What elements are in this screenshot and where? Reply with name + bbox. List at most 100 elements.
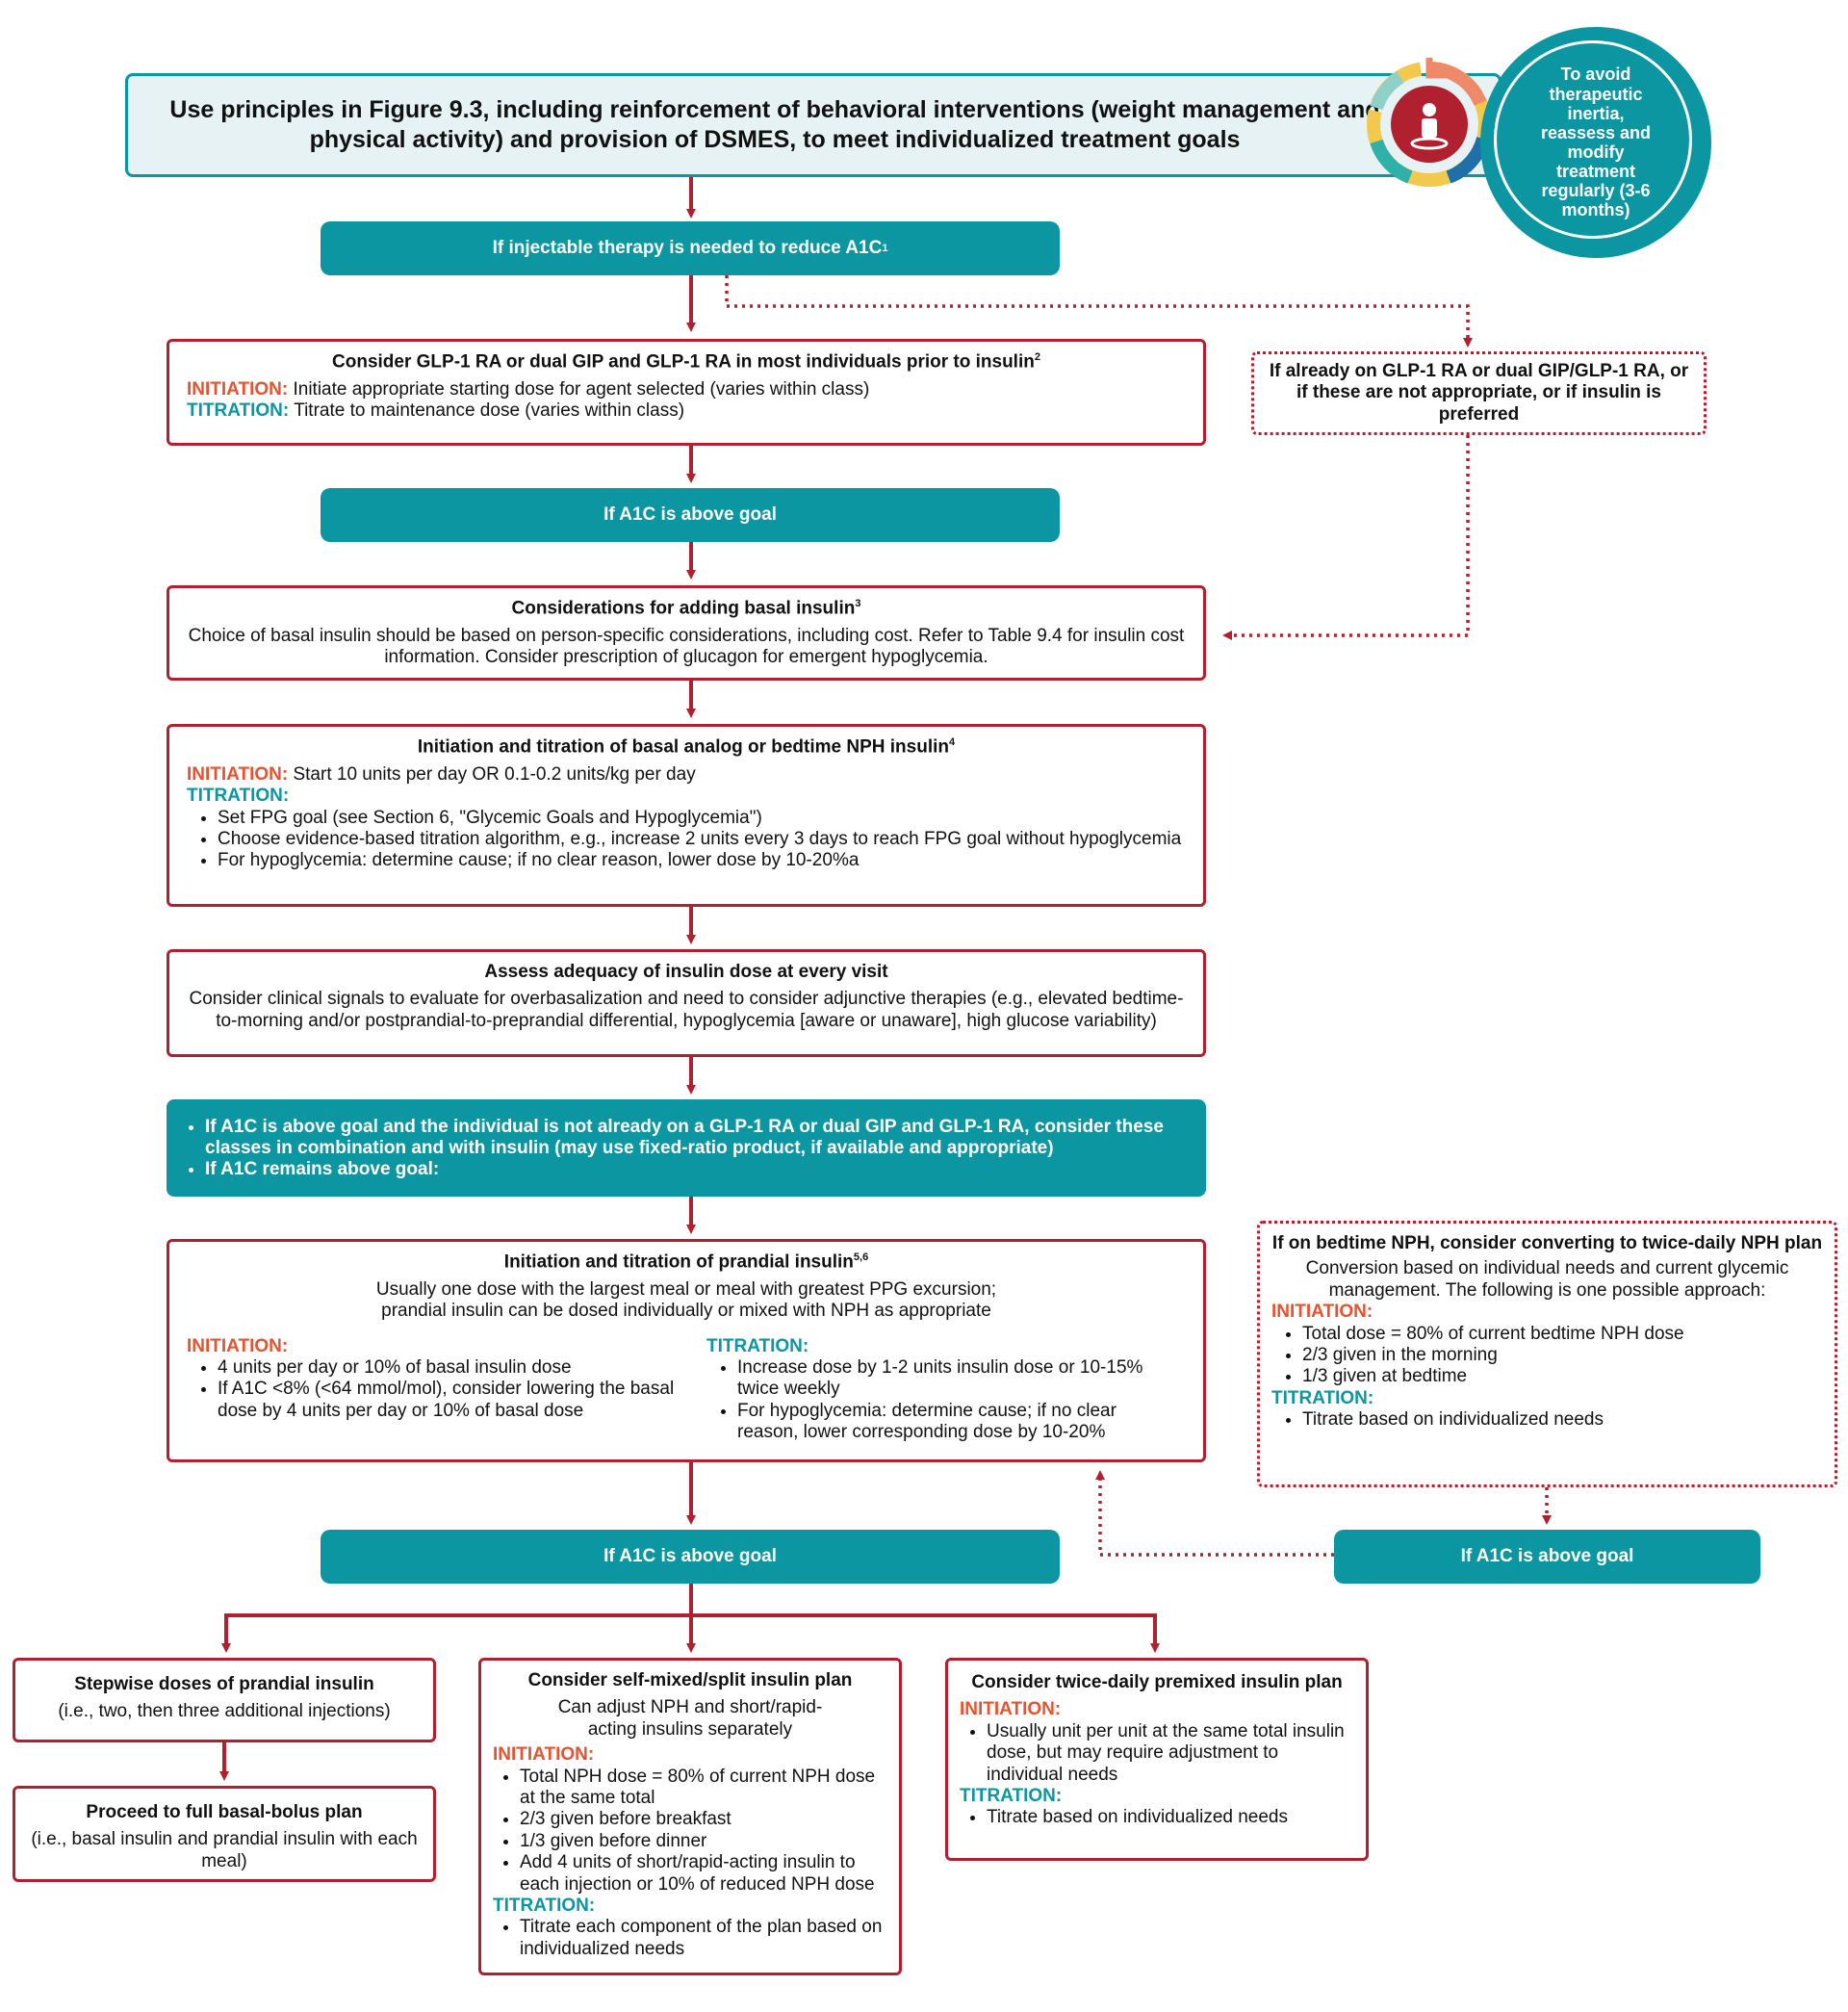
list-item: 2/3 given before breakfast bbox=[520, 1809, 887, 1830]
selfmixed-body: Can adjust NPH and short/rapid-acting in… bbox=[557, 1697, 823, 1740]
header-box: Use principles in Figure 9.3, including … bbox=[125, 73, 1502, 177]
basal-bolus-body: (i.e., basal insulin and prandial insuli… bbox=[31, 1829, 418, 1871]
reassess-circle: To avoid therapeutic inertia, reassess a… bbox=[1480, 27, 1711, 258]
list-item: 1/3 given at bedtime bbox=[1302, 1366, 1823, 1387]
initiation-label: INITIATION: bbox=[493, 1744, 595, 1766]
basal-initiation-text: Start 10 units per day OR 0.1-0.2 units/… bbox=[293, 763, 696, 785]
initiation-label: INITIATION: bbox=[187, 763, 289, 785]
list-item: For hypoglycemia: determine cause; if no… bbox=[218, 850, 1186, 871]
nph-convert-box: If on bedtime NPH, consider converting t… bbox=[1257, 1221, 1837, 1487]
basal-considerations-box: Considerations for adding basal insulin3… bbox=[167, 585, 1206, 681]
glp1-titration: TITRATION: Titrate to maintenance dose (… bbox=[187, 400, 1186, 422]
initiation-label: INITIATION: bbox=[187, 378, 289, 400]
basal-considerations-title-text: Considerations for adding basal insulin bbox=[511, 598, 856, 619]
step-injectable: If injectable therapy is needed to reduc… bbox=[321, 221, 1060, 275]
list-item: If A1C remains above goal: bbox=[205, 1159, 1168, 1180]
basal-titration-title-text: Initiation and titration of basal analog… bbox=[417, 736, 949, 758]
list-item: Total NPH dose = 80% of current NPH dose… bbox=[520, 1767, 887, 1810]
glp1-box: Consider GLP-1 RA or dual GIP and GLP-1 … bbox=[167, 339, 1206, 446]
step-above-goal-1: If A1C is above goal bbox=[321, 488, 1060, 542]
assess-body: Consider clinical signals to evaluate fo… bbox=[189, 989, 1184, 1031]
initiation-label: INITIATION: bbox=[1271, 1302, 1373, 1323]
footnote-4: 4 bbox=[948, 736, 956, 748]
stepwise-body: (i.e., two, then three additional inject… bbox=[58, 1701, 391, 1722]
combo-box: If A1C is above goal and the individual … bbox=[167, 1099, 1206, 1197]
injectable-text: If injectable therapy is needed to reduc… bbox=[492, 238, 883, 258]
list-item: For hypoglycemia: determine cause; if no… bbox=[737, 1401, 1168, 1444]
assess-title: Assess adequacy of insulin dose at every… bbox=[484, 962, 888, 982]
list-item: Usually unit per unit at the same total … bbox=[987, 1721, 1354, 1786]
titration-label: TITRATION: bbox=[1271, 1387, 1374, 1408]
list-item: Titrate based on individualized needs bbox=[1302, 1409, 1823, 1431]
glp1-titration-text: Titrate to maintenance dose (varies with… bbox=[294, 400, 685, 422]
above-goal-2-text: If A1C is above goal bbox=[603, 1546, 777, 1566]
stepwise-title: Stepwise doses of prandial insulin bbox=[74, 1674, 374, 1694]
assess-box: Assess adequacy of insulin dose at every… bbox=[167, 949, 1206, 1057]
list-item: 1/3 given before dinner bbox=[520, 1831, 887, 1852]
basal-bolus-box: Proceed to full basal-bolus plan (i.e., … bbox=[13, 1786, 436, 1882]
prandial-title: Initiation and titration of prandial ins… bbox=[187, 1251, 1186, 1274]
above-goal-1-text: If A1C is above goal bbox=[603, 504, 777, 525]
selfmixed-initiation-list: Total NPH dose = 80% of current NPH dose… bbox=[493, 1767, 887, 1896]
step-above-goal-2: If A1C is above goal bbox=[321, 1530, 1060, 1584]
footnote-3: 3 bbox=[855, 598, 861, 609]
premixed-box: Consider twice-daily premixed insulin pl… bbox=[945, 1658, 1369, 1861]
nph-convert-body: Conversion based on individual needs and… bbox=[1305, 1258, 1789, 1301]
nph-titration-list: Titrate based on individualized needs bbox=[1271, 1409, 1823, 1431]
basal-titration-box: Initiation and titration of basal analog… bbox=[167, 724, 1206, 907]
footnote-1: 1 bbox=[882, 243, 888, 254]
list-item: 2/3 given in the morning bbox=[1302, 1345, 1823, 1366]
prandial-initiation-col: INITIATION: 4 units per day or 10% of ba… bbox=[187, 1336, 706, 1444]
cycle-icon bbox=[1367, 58, 1492, 187]
glp1-initiation: INITIATION: Initiate appropriate startin… bbox=[187, 379, 1186, 400]
list-item: Choose evidence-based titration algorith… bbox=[218, 829, 1186, 850]
titration-label: TITRATION: bbox=[706, 1335, 809, 1356]
list-item: If A1C is above goal and the individual … bbox=[205, 1117, 1168, 1159]
selfmixed-box: Consider self-mixed/split insulin plan C… bbox=[478, 1658, 902, 1975]
initiation-label: INITIATION: bbox=[187, 1335, 289, 1356]
list-item: Set FPG goal (see Section 6, "Glycemic G… bbox=[218, 808, 1186, 829]
glp1-title: Consider GLP-1 RA or dual GIP and GLP-1 … bbox=[187, 351, 1186, 374]
list-item: Increase dose by 1-2 units insulin dose … bbox=[737, 1357, 1168, 1401]
glp1-title-text: Consider GLP-1 RA or dual GIP and GLP-1 … bbox=[332, 351, 1035, 373]
basal-initiation: INITIATION: Start 10 units per day OR 0.… bbox=[187, 764, 1186, 786]
basal-bolus-title: Proceed to full basal-bolus plan bbox=[86, 1802, 363, 1822]
premixed-title: Consider twice-daily premixed insulin pl… bbox=[971, 1672, 1343, 1692]
titration-label: TITRATION: bbox=[493, 1896, 596, 1917]
titration-label: TITRATION: bbox=[960, 1786, 1063, 1807]
premixed-initiation-list: Usually unit per unit at the same total … bbox=[960, 1721, 1354, 1786]
list-item: Titrate each component of the plan based… bbox=[520, 1917, 887, 1960]
arrow-branch-left bbox=[221, 1584, 693, 1653]
footnote-2: 2 bbox=[1034, 351, 1040, 363]
footnote-5-6: 5,6 bbox=[853, 1251, 869, 1263]
prandial-body-2: prandial insulin can be dosed individual… bbox=[381, 1301, 991, 1322]
basal-titration-list: Set FPG goal (see Section 6, "Glycemic G… bbox=[187, 808, 1186, 872]
combo-list: If A1C is above goal and the individual … bbox=[186, 1117, 1168, 1180]
premixed-titration-list: Titrate based on individualized needs bbox=[960, 1807, 1354, 1828]
prandial-body-1: Usually one dose with the largest meal o… bbox=[375, 1278, 997, 1300]
above-goal-3-text: If A1C is above goal bbox=[1460, 1546, 1634, 1566]
list-item: 4 units per day or 10% of basal insulin … bbox=[218, 1357, 706, 1379]
selfmixed-title: Consider self-mixed/split insulin plan bbox=[527, 1670, 853, 1690]
stepwise-box: Stepwise doses of prandial insulin (i.e.… bbox=[13, 1658, 436, 1742]
list-item: Add 4 units of short/rapid-acting insuli… bbox=[520, 1852, 887, 1896]
list-item: If A1C <8% (<64 mmol/mol), consider lowe… bbox=[218, 1379, 706, 1422]
side-glp1-box: If already on GLP-1 RA or dual GIP/GLP-1… bbox=[1251, 351, 1707, 435]
prandial-columns: INITIATION: 4 units per day or 10% of ba… bbox=[187, 1336, 1186, 1444]
list-item: Titrate based on individualized needs bbox=[987, 1807, 1354, 1828]
prandial-box: Initiation and titration of prandial ins… bbox=[167, 1239, 1206, 1462]
prandial-title-text: Initiation and titration of prandial ins… bbox=[503, 1251, 854, 1273]
selfmixed-titration-list: Titrate each component of the plan based… bbox=[493, 1917, 887, 1960]
nph-convert-title: If on bedtime NPH, consider converting t… bbox=[1271, 1233, 1823, 1253]
header-text: Use principles in Figure 9.3, including … bbox=[169, 95, 1380, 153]
titration-label: TITRATION: bbox=[187, 786, 290, 807]
list-item: Total dose = 80% of current bedtime NPH … bbox=[1302, 1324, 1823, 1345]
reassess-ring bbox=[1494, 40, 1692, 239]
prandial-titration-list: Increase dose by 1-2 units insulin dose … bbox=[706, 1357, 1168, 1444]
prandial-titration-col: TITRATION: Increase dose by 1-2 units in… bbox=[706, 1336, 1168, 1444]
basal-titration-title: Initiation and titration of basal analog… bbox=[187, 736, 1186, 759]
arrow-branch-right bbox=[691, 1613, 1160, 1653]
dotted-side-to-basal bbox=[1222, 435, 1470, 640]
titration-label: TITRATION: bbox=[187, 400, 290, 422]
side-glp1-text: If already on GLP-1 RA or dual GIP/GLP-1… bbox=[1269, 360, 1689, 425]
